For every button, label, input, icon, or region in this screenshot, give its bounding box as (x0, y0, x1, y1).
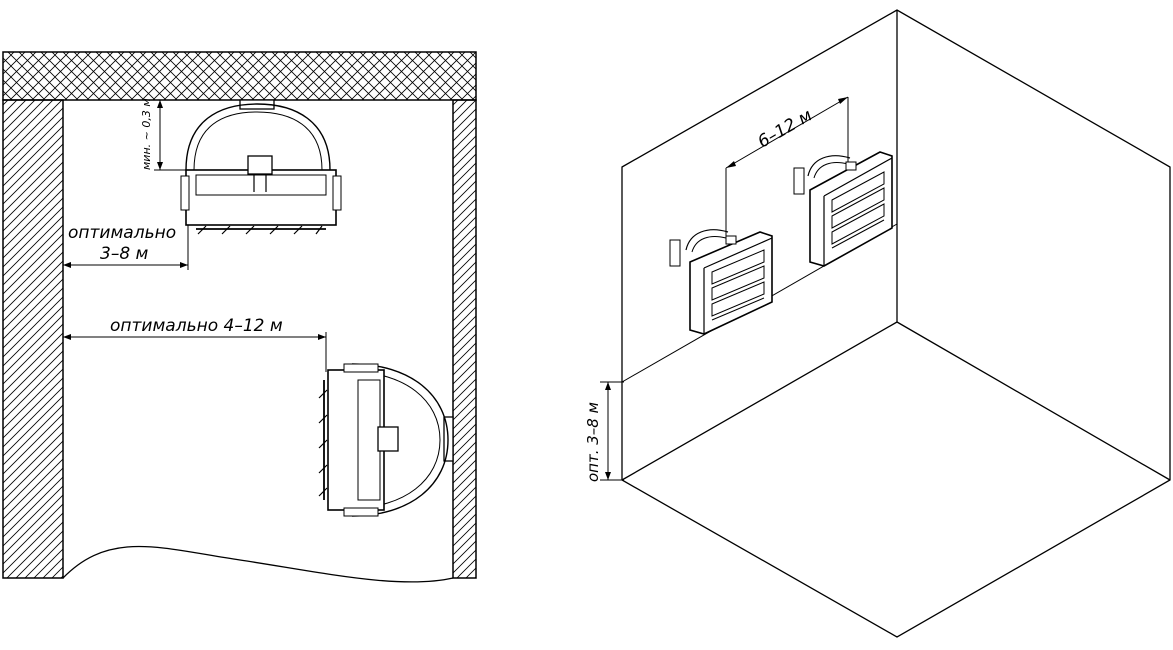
ceiling-gap-label: мин. ~ 0,3 м (140, 98, 153, 170)
floor-break-line (62, 545, 454, 583)
height-dimension: опт. 3–8 м (584, 381, 624, 482)
wall-distance-dimension: оптимально 3–8 м (63, 223, 189, 270)
wall-heater-1 (669, 229, 773, 335)
wall-heater-2 (793, 151, 893, 267)
right-view: 6–12 м опт. 3–8 м (584, 9, 1171, 638)
wall-distance-label-line2: 3–8 м (100, 244, 149, 264)
height-label: опт. 3–8 м (584, 402, 602, 482)
ceiling-gap-dimension: мин. ~ 0,3 м (140, 98, 188, 171)
wall-mounted-heater (318, 363, 454, 517)
left-wall (2, 99, 64, 579)
left-view: мин. ~ 0,3 м оптимально 3–8 м оптимально… (2, 51, 477, 583)
ceiling-slab (2, 51, 477, 101)
wall-distance-label-line1: оптимально (68, 223, 176, 243)
throw-distance-label: оптимально 4–12 м (110, 316, 283, 336)
throw-distance-dimension: оптимально 4–12 м (63, 316, 327, 372)
ceiling-mounted-heater (180, 99, 342, 235)
right-wall (452, 99, 477, 579)
spacing-label: 6–12 м (755, 105, 816, 152)
